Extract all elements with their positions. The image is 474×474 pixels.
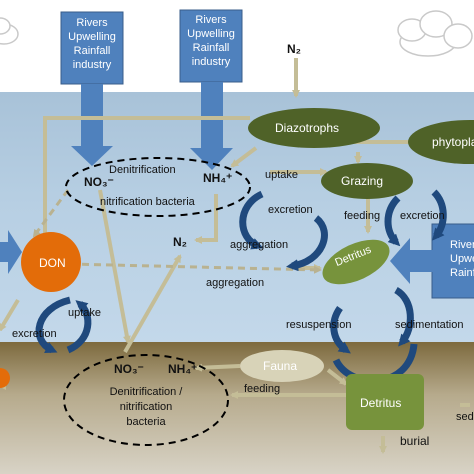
- don-node: [21, 232, 81, 292]
- grazing-label: Grazing: [341, 174, 384, 188]
- denitrification-label: Denitrification: [109, 164, 176, 176]
- n2-mid-label: N₂: [173, 235, 187, 249]
- uptake-top-label: uptake: [265, 169, 299, 181]
- diazotrophs-label: Diazotrophs: [275, 121, 340, 135]
- water-bacteria-zone: [65, 157, 251, 217]
- cloud-right: [397, 10, 473, 57]
- feeding-sediment-label: feeding: [244, 383, 281, 395]
- input-arrow-left: [0, 230, 22, 274]
- dashed-flow-arrows: [32, 189, 322, 274]
- excretion-far-right-label: excretion: [400, 210, 445, 222]
- resuspension-label: resuspension: [286, 319, 352, 331]
- n2-top-label: N₂: [287, 42, 301, 56]
- nh4-sediment-label: NH₄⁺: [168, 362, 198, 376]
- input-box-right-label: Rivers Upwelling Rainfall: [450, 239, 474, 279]
- feeding-water-label: feeding: [344, 210, 381, 222]
- detritus-sediment-node: [346, 374, 424, 430]
- excretion-left-label: excretion: [12, 328, 57, 340]
- burial-label: burial: [400, 434, 430, 448]
- sediment-bacteria-label: Denitrification / nitrification bacteria: [109, 386, 183, 428]
- detritus-sediment-label: Detritus: [360, 396, 402, 410]
- detritus-water-node: [322, 239, 390, 285]
- cycle-arrows: [35, 189, 447, 385]
- fauna-node: [240, 350, 324, 382]
- sediment-bacteria-zone: [63, 354, 229, 446]
- input-box-1-label: Rivers Upwelling Rainfall industry: [68, 17, 116, 71]
- flow-arrows: [0, 58, 470, 454]
- grazing-node: [321, 163, 413, 199]
- input-arrow-1: [60, 11, 124, 166]
- sedimentation-label: sedimentation: [395, 319, 464, 331]
- phytoplankton-node: [408, 120, 474, 164]
- aggregation-2-label: aggregation: [206, 277, 265, 289]
- sed-partial-label: sed: [456, 411, 474, 423]
- aggregation-1-label: aggregation: [230, 239, 289, 251]
- nh4-water-label: NH₄⁺: [203, 171, 233, 185]
- phytoplankton-label: phytoplankton: [432, 135, 474, 149]
- cloud-left: [0, 17, 19, 45]
- no3-sediment-label: NO₃⁻: [114, 362, 144, 376]
- excretion-water-label: excretion: [268, 204, 313, 216]
- don-sediment-node: [0, 368, 10, 388]
- input-box-2-label: Rivers Upwelling Rainfall industry: [187, 14, 235, 68]
- diazotrophs-node: [248, 108, 380, 148]
- input-arrow-2: [179, 9, 243, 170]
- don-label: DON: [39, 256, 66, 270]
- uptake-left-label: uptake: [68, 307, 102, 319]
- fauna-label: Fauna: [263, 359, 298, 373]
- nitrification-bacteria-label: nitrification bacteria: [100, 196, 195, 208]
- no3-water-label: NO₃⁻: [84, 175, 114, 189]
